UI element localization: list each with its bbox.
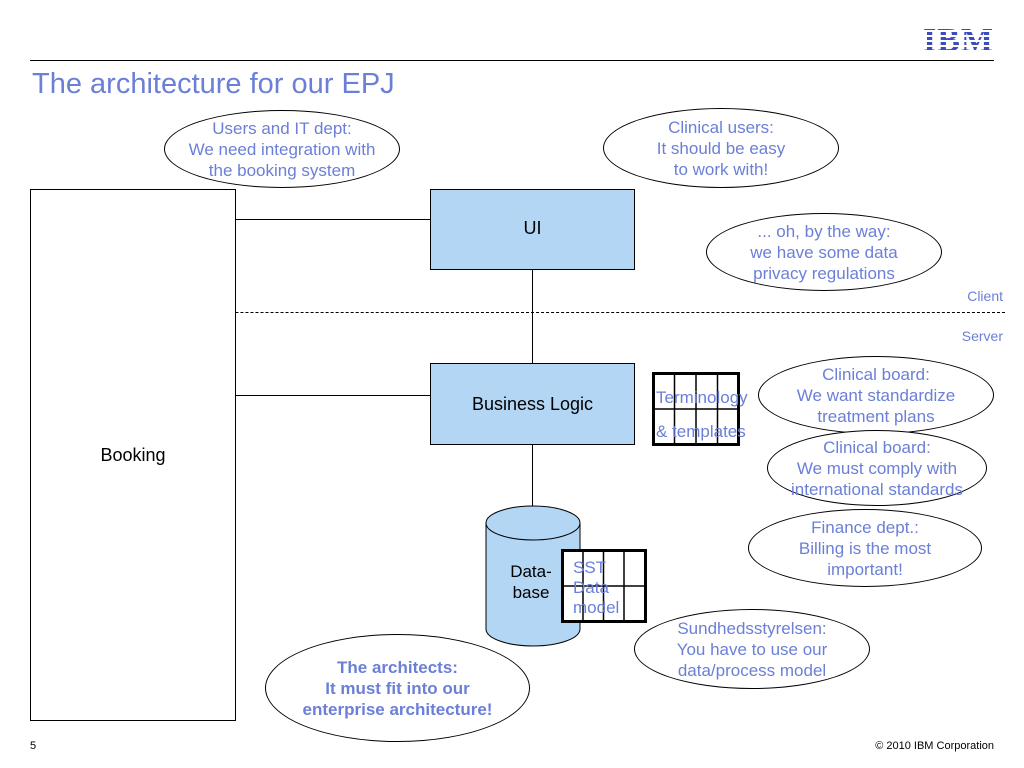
bubble-sundhed-line-1: Sundhedsstyrelsen:: [677, 618, 827, 638]
header-rule: [30, 60, 994, 61]
bubble-clinical-board-1-line-1: Clinical board:: [822, 364, 930, 384]
booking-logic-connector: [236, 395, 430, 396]
bubble-finance-line-3: important!: [827, 559, 903, 579]
bubble-finance-line-1: Finance dept.:: [811, 517, 919, 537]
terminology-grid: [652, 372, 740, 446]
sst-grid: [561, 549, 647, 623]
ui-box: UI: [430, 189, 635, 270]
client-zone-label: Client: [967, 288, 1003, 304]
database-label-line-2: base: [512, 583, 550, 602]
bubble-privacy-line-2: we have some data: [750, 242, 898, 262]
bubble-architects-line-2: It must fit into our: [325, 678, 470, 698]
terminology-label-line-1: Terminology: [656, 388, 748, 407]
page-number: 5: [30, 740, 37, 752]
sst-label-line-1: SST: [573, 558, 607, 577]
server-zone-label: Server: [961, 328, 1003, 344]
bubble-sundhed-line-2: You have to use our: [676, 639, 828, 659]
bubble-clinical-board-standardize: Clinical board: We want standardize trea…: [758, 356, 994, 434]
booking-box: Booking: [30, 189, 236, 721]
bubble-sundhed-line-3: data/process model: [677, 660, 827, 680]
ibm-logo: IBM: [923, 22, 994, 59]
bubble-users-it: Users and IT dept: We need integration w…: [164, 110, 400, 188]
bubble-clinical-users-line-2: It should be easy: [656, 138, 786, 158]
bubble-clinical-users: Clinical users: It should be easy to wor…: [603, 108, 839, 188]
business-logic-label: Business Logic: [471, 393, 594, 414]
bubble-architects: The architects: It must fit into our ent…: [265, 634, 530, 742]
booking-ui-connector: [236, 219, 430, 220]
ui-label: UI: [523, 218, 542, 238]
bubble-clinical-board-2-line-3: international standards: [790, 479, 963, 499]
sst-label: SST Data model: [573, 558, 619, 618]
business-logic-box: Business Logic: [430, 363, 635, 445]
bubble-clinical-board-comply: Clinical board: We must comply with inte…: [767, 430, 987, 506]
bubble-architects-line-3: enterprise architecture!: [302, 699, 493, 719]
database-label: Data- base: [500, 561, 562, 603]
bubble-privacy-line-3: privacy regulations: [753, 263, 895, 283]
logic-db-connector: [532, 445, 533, 510]
client-server-divider: [30, 312, 1005, 313]
bubble-clinical-board-1-line-3: treatment plans: [817, 406, 935, 426]
bubble-finance: Finance dept.: Billing is the most impor…: [748, 509, 982, 587]
bubble-clinical-board-2-line-2: We must comply with: [796, 458, 958, 478]
bubble-privacy-line-1: ... oh, by the way:: [757, 221, 891, 241]
database-cylinder: [485, 505, 581, 647]
bubble-architects-line-1: The architects:: [337, 657, 458, 677]
bubble-clinical-users-line-1: Clinical users:: [668, 117, 774, 137]
bubble-clinical-board-1-line-2: We want standardize: [796, 385, 956, 405]
terminology-label-line-2: & templates: [656, 422, 746, 441]
bubble-finance-line-2: Billing is the most: [798, 538, 932, 558]
database-label-line-1: Data-: [510, 562, 552, 581]
bubble-clinical-users-line-3: to work with!: [673, 159, 769, 179]
sst-label-line-3: model: [573, 598, 620, 617]
booking-label: Booking: [100, 444, 166, 465]
bubble-users-it-line-1: Users and IT dept:: [212, 118, 352, 138]
bubble-privacy: ... oh, by the way: we have some data pr…: [706, 213, 942, 291]
bubble-users-it-line-3: the booking system: [208, 160, 356, 180]
bubble-sundhedsstyrelsen: Sundhedsstyrelsen: You have to use our d…: [634, 609, 870, 689]
bubble-users-it-line-2: We need integration with: [188, 139, 376, 159]
copyright: © 2010 IBM Corporation: [875, 740, 994, 752]
bubble-clinical-board-2-line-1: Clinical board:: [823, 437, 931, 457]
ui-logic-connector: [532, 270, 533, 363]
page-title: The architecture for our EPJ: [32, 68, 395, 100]
sst-label-line-2: Data: [573, 578, 609, 597]
